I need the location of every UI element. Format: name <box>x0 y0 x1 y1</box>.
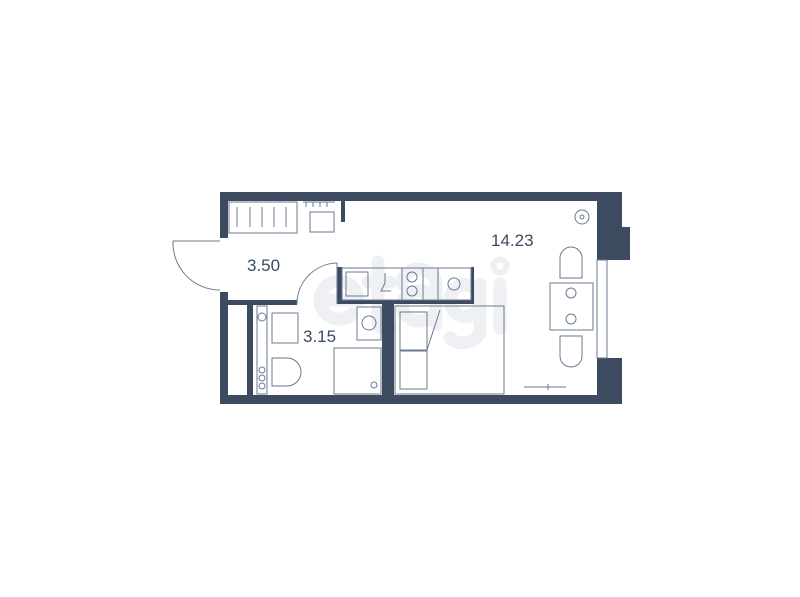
cabinet <box>309 211 335 233</box>
fridge-snowflake-icon <box>447 277 461 291</box>
bathroom-door[interactable] <box>296 262 338 305</box>
room-area-living: 14.23 <box>491 231 534 250</box>
walls <box>220 192 630 404</box>
sink-icon <box>345 271 369 297</box>
dining-table <box>549 282 594 331</box>
kitchen-counter <box>341 267 472 301</box>
wardrobe <box>228 201 298 234</box>
room-area-hallway: 3.50 <box>247 256 281 275</box>
shower-tray <box>333 347 382 395</box>
washbasin <box>271 312 299 344</box>
window <box>596 259 608 359</box>
bath-shelf <box>256 305 268 395</box>
room-area-bathroom: 3.15 <box>303 327 337 346</box>
chair <box>559 335 583 368</box>
toilet <box>271 357 302 387</box>
bed <box>394 305 505 395</box>
ac-icon <box>574 209 590 225</box>
entry-door[interactable] <box>172 240 221 291</box>
tv <box>524 384 566 390</box>
stove-icon <box>406 271 418 283</box>
faucet-icon <box>380 273 391 292</box>
chair <box>559 246 583 279</box>
hanger-icons <box>236 207 287 227</box>
washing-machine <box>356 306 382 341</box>
